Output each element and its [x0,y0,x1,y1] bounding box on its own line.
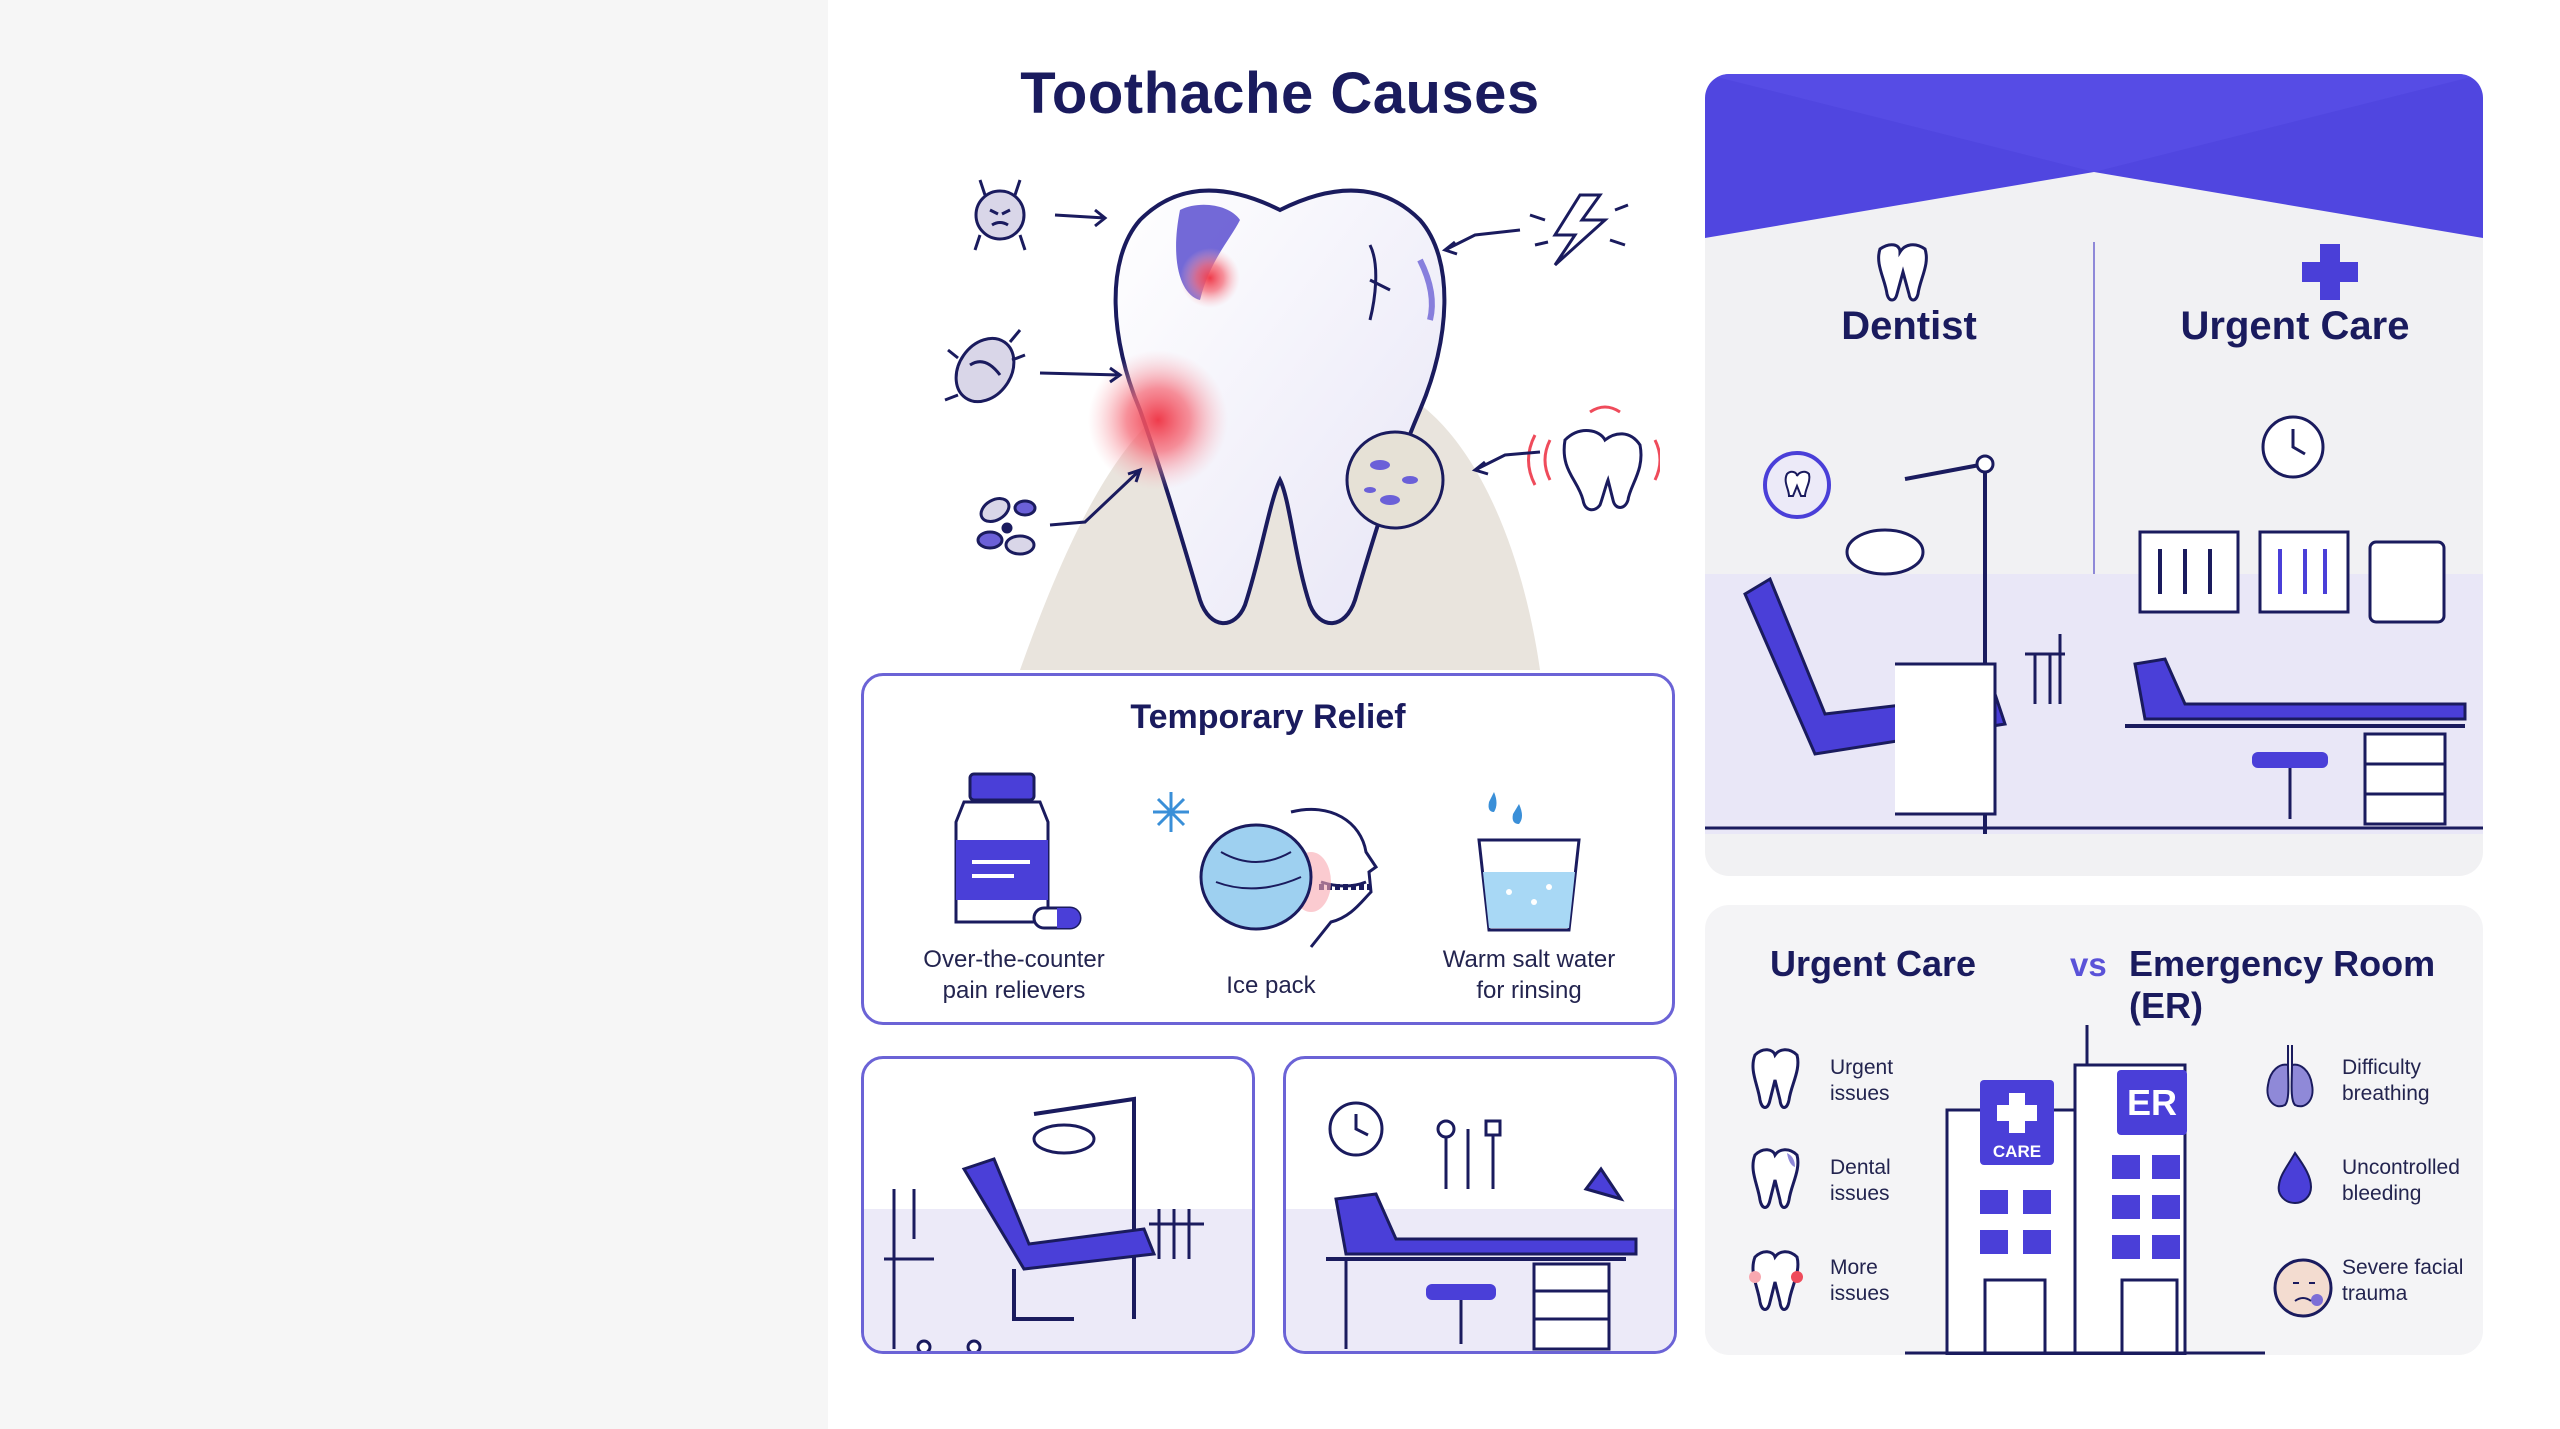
aching-tooth-icon [1751,1250,1800,1311]
item-line1: Dental [1830,1156,1891,1179]
urgent-item-urgent-issues: Urgent issues [1830,1055,1950,1107]
dental-lamp-icon [1845,528,1925,576]
urgent-care-title: Urgent Care [1770,943,1977,984]
medical-cross-icon [2302,244,2358,300]
urgent-care-room-card [1283,1056,1677,1354]
item-line1: Uncontrolled [2342,1156,2460,1179]
relief-item-ice-pack: Ice pack [1141,772,1401,1012]
er-item-difficulty-breathing: Difficulty breathing [2342,1055,2482,1107]
urgent-care-vs-er-card: Urgent Care vs Emergency Room (ER) [1705,905,2483,1355]
tooth-icon [1877,243,1928,302]
dispenser-icon [2368,540,2446,624]
particles-icon [976,497,1037,556]
er-sign-text: ER [2127,1082,2177,1123]
temporary-relief-card: Temporary Relief Over-the-counter pain r… [861,673,1675,1025]
dental-lamp-icon [1032,1123,1096,1155]
item-line2: issues [1830,1182,1890,1205]
lightning-icon [1529,193,1629,267]
care-sign-text: CARE [1993,1142,2041,1161]
urgent-item-more-issues: More issues [1830,1255,1950,1307]
buildings-illustration [1749,1025,2333,1355]
relief-label-line1: Over-the-counter [923,946,1105,973]
urgent-care-label: Urgent Care [2180,304,2410,348]
dental-chair-illustration [864,1096,1252,1351]
er-sign-icon [2117,1070,2187,1135]
injured-face-icon [2273,1258,2333,1318]
blood-drop-icon [2277,1151,2313,1205]
er-item-uncontrolled-bleeding: Uncontrolled bleeding [2342,1155,2482,1207]
er-title: Emergency Room (ER) [2129,943,2436,1026]
ice-pack-icon [1153,792,1379,948]
pill-bottle-icon [954,772,1082,930]
tooth-illustration [944,179,1660,670]
dental-issue-tooth-icon [1751,1148,1800,1209]
item-line2: issues [1830,1082,1890,1105]
medical-tools-icon [1436,1119,1502,1189]
pain-spot-top [1180,248,1240,308]
bean-icon [944,329,1026,404]
item-line1: Urgent [1830,1056,1894,1079]
item-line1: Severe facial [2342,1256,2464,1279]
pain-spot-middle [1088,350,1228,490]
left-blank-panel [0,0,828,1429]
relief-label-line1: Ice pack [1226,972,1316,999]
comparison-illustration [1705,242,2483,834]
lungs-icon [2266,1045,2314,1108]
relief-item-pain-relievers: Over-the-counter pain relievers [884,772,1144,1012]
bacteria-circle [1345,430,1445,530]
vs-label: vs [2070,946,2107,983]
relief-label-line2: pain relievers [942,977,1086,1004]
page-title: Toothache Causes [1020,61,1540,126]
dentist-label: Dentist [1841,304,1977,348]
germ-icon [973,179,1027,251]
sensitive-tooth-icon [1527,405,1660,512]
water-glass-icon [1477,792,1581,932]
relief-label-line2: for rinsing [1476,977,1582,1004]
item-line2: trauma [2342,1282,2408,1305]
er-item-severe-facial-trauma: Severe facial trauma [2342,1255,2482,1307]
header-banner [1705,74,2483,238]
item-line2: issues [1830,1282,1890,1305]
dentist-office-card [861,1056,1255,1354]
item-line1: Difficulty [2342,1056,2421,1079]
exam-table-illustration [1286,1101,1674,1351]
tool-board-icon [2138,530,2240,614]
tooth-icon [1751,1048,1800,1109]
item-line2: bleeding [2342,1182,2422,1205]
relief-title: Temporary Relief [1130,698,1406,736]
dentist-vs-urgent-care-card: Dentist Urgent Care [1705,74,2483,876]
item-line1: More [1830,1256,1878,1279]
relief-item-salt-water: Warm salt water for rinsing [1399,772,1659,1012]
urgent-item-dental-issues: Dental issues [1830,1155,1950,1207]
item-line2: breathing [2342,1082,2430,1105]
relief-label-line1: Warm salt water [1442,946,1616,973]
